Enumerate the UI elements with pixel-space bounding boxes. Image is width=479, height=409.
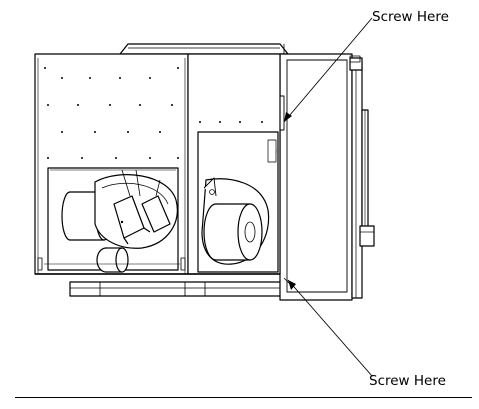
top-ridge xyxy=(119,43,289,55)
leader-bottom xyxy=(287,279,373,377)
right-blower xyxy=(201,139,277,265)
screw-callout-top: Screw Here xyxy=(372,9,449,25)
page-rule xyxy=(15,397,472,398)
leader-top xyxy=(283,17,373,123)
screw-callout-bottom: Screw Here xyxy=(369,373,446,389)
panel-screws xyxy=(44,67,179,159)
right-cabinet xyxy=(269,53,375,301)
leader-lines xyxy=(283,17,373,377)
left-blower-motor xyxy=(44,169,180,273)
